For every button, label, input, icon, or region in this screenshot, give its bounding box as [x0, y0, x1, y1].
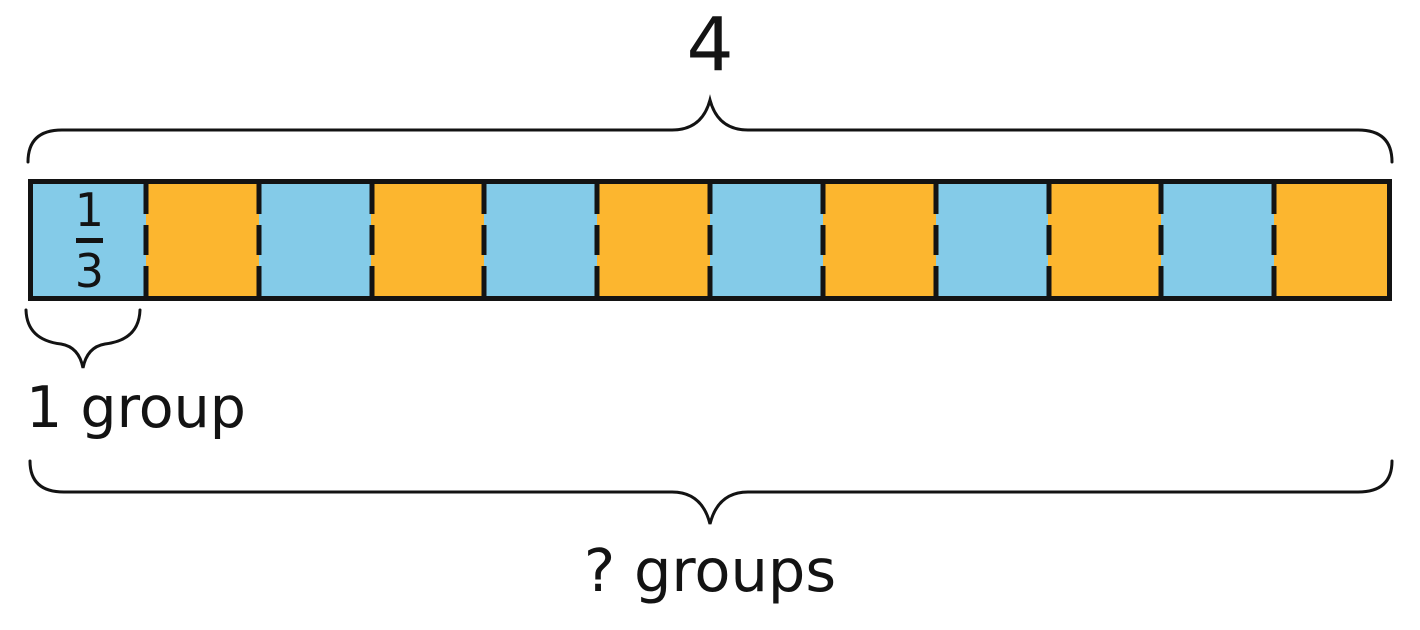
cell-divider-10	[1158, 184, 1164, 296]
bar-cell-10-orange	[1048, 184, 1162, 296]
cell-divider-6	[707, 184, 713, 296]
bar-cell-4-orange	[371, 184, 485, 296]
bar-cell-2-orange	[145, 184, 259, 296]
bar-cell-3-blue	[258, 184, 372, 296]
fraction-numerator: 1	[74, 182, 105, 237]
bar-cell-6-orange	[597, 184, 710, 296]
bar-cell-12-orange	[1274, 184, 1387, 296]
bar-cell-5-blue	[484, 184, 598, 296]
bar-cell-11-blue	[1161, 184, 1275, 296]
bar-cell-7-blue	[709, 184, 823, 296]
fraction-bar-line	[75, 237, 103, 243]
cell-divider-11	[1271, 184, 1277, 296]
question-groups-label: ? groups	[583, 536, 837, 605]
tape-bar: 1 3	[28, 179, 1392, 301]
cell-divider-1	[143, 184, 149, 296]
cell-divider-4	[481, 184, 487, 296]
cell-divider-5	[594, 184, 600, 296]
cell-divider-2	[256, 184, 262, 296]
cell-divider-3	[369, 184, 374, 296]
all-groups-brace	[28, 459, 1394, 525]
bar-cell-8-orange	[822, 184, 936, 296]
fraction-one-third: 1 3	[75, 187, 104, 294]
bar-cell-9-blue	[935, 184, 1049, 296]
one-group-brace	[24, 308, 142, 369]
total-label: 4	[686, 2, 734, 88]
cell-divider-9	[1046, 184, 1051, 296]
unit-fraction-label: 1 3	[33, 184, 146, 296]
cell-divider-8	[933, 184, 939, 296]
one-group-label: 1 group	[26, 375, 246, 441]
cell-divider-7	[820, 184, 826, 296]
fraction-denominator: 3	[74, 243, 105, 298]
top-brace	[26, 94, 1394, 164]
